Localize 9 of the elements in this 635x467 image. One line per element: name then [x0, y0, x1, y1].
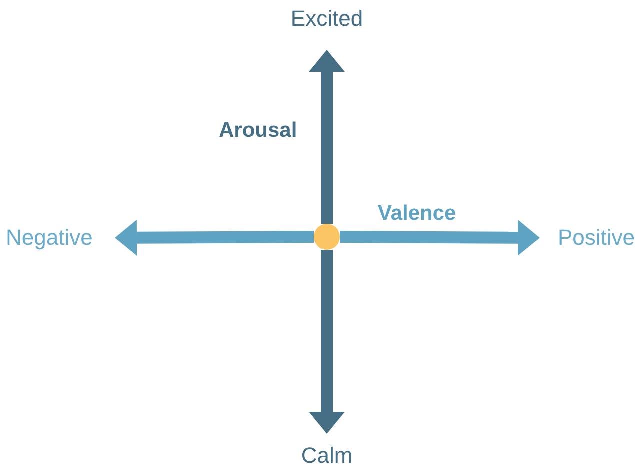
arrow	[115, 220, 314, 256]
arrow	[309, 50, 345, 224]
center-dot	[314, 224, 340, 250]
axis-end-label: Calm	[301, 445, 353, 467]
axis-end-label: Negative	[6, 227, 93, 249]
axis-end-label: Excited	[290, 8, 364, 30]
axis-end-label: Positive	[558, 227, 635, 249]
arrow	[340, 220, 540, 256]
arrow	[309, 250, 345, 434]
